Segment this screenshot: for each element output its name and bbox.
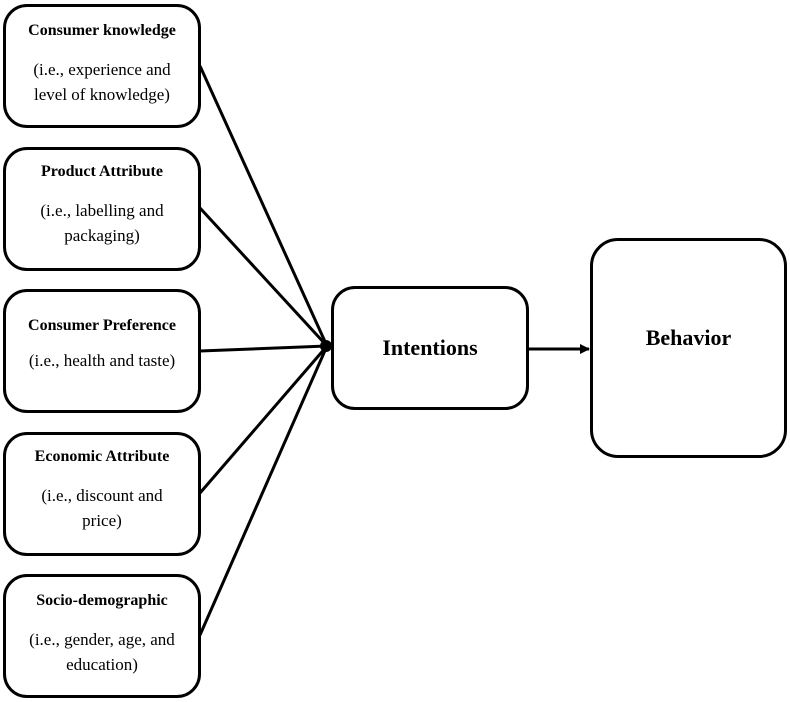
factor-description-line: level of knowledge): [34, 85, 170, 104]
factor-box-socio-demographic: Socio-demographic (i.e., gender, age, an…: [3, 574, 201, 698]
factor-description-line: packaging): [64, 226, 140, 245]
factor-description-line: (i.e., discount and: [41, 486, 163, 505]
factor-description: (i.e., gender, age, and education): [6, 627, 198, 677]
factor-description: (i.e., labelling and packaging): [6, 198, 198, 248]
behavior-box: Behavior: [590, 238, 787, 458]
factor-description: (i.e., discount and price): [6, 483, 198, 533]
factor-box-consumer-preference: Consumer Preference (i.e., health and ta…: [3, 289, 201, 413]
factor-description-line: (i.e., experience and: [33, 60, 171, 79]
factor-description-line: education): [66, 655, 138, 674]
factor-description-line: (i.e., health and taste): [28, 351, 176, 370]
factor-description: (i.e., health and taste): [6, 348, 198, 373]
factor-title: Economic Attribute: [34, 448, 170, 465]
factor-title: Socio-demographic: [36, 592, 168, 609]
behavior-label: Behavior: [645, 325, 732, 350]
connector-economic-to-intentions: [198, 345, 329, 494]
connector-knowledge-to-intentions: [198, 65, 329, 347]
factor-description-line: (i.e., gender, age, and: [29, 630, 175, 649]
factor-description-line: price): [82, 511, 122, 530]
factor-box-product-attribute: Product Attribute (i.e., labelling and p…: [3, 147, 201, 271]
factor-title: Product Attribute: [41, 163, 163, 180]
connector-socio-to-intentions: [198, 345, 329, 636]
factor-title: Consumer Preference: [28, 317, 176, 334]
convergence-point: [320, 340, 332, 352]
factor-description-line: (i.e., labelling and: [40, 201, 164, 220]
factor-box-consumer-knowledge: Consumer knowledge (i.e., experience and…: [3, 4, 201, 128]
connector-preference-to-intentions: [199, 344, 328, 353]
intentions-box: Intentions: [331, 286, 529, 410]
connector-product-to-intentions: [198, 206, 329, 348]
factor-title: Consumer knowledge: [28, 22, 176, 39]
factor-description: (i.e., experience and level of knowledge…: [6, 57, 198, 107]
factor-box-economic-attribute: Economic Attribute (i.e., discount and p…: [3, 432, 201, 556]
intentions-label: Intentions: [382, 335, 478, 360]
